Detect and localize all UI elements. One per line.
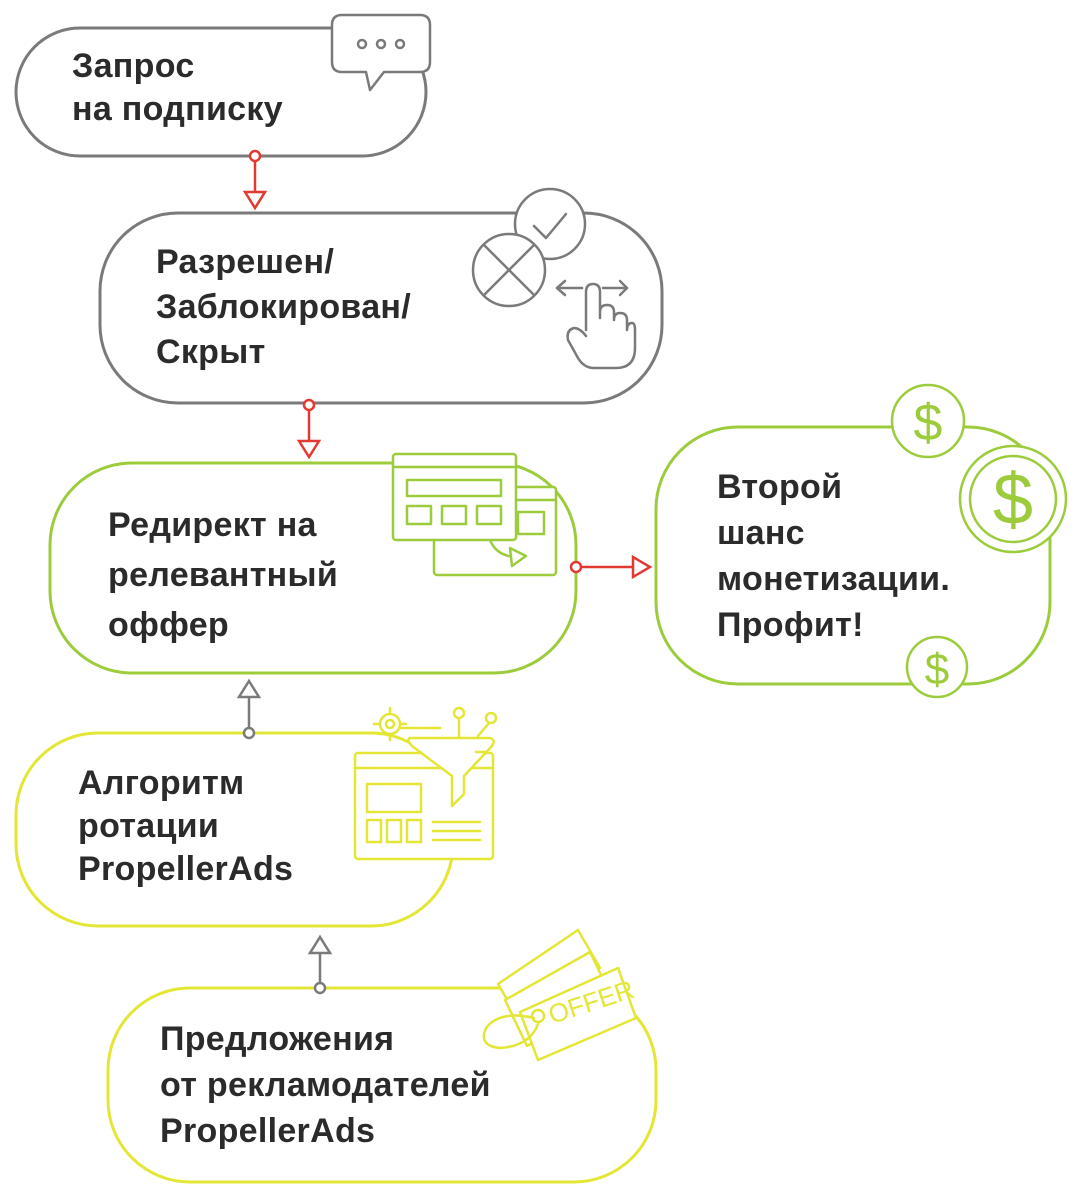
node-algorithm-line: Алгоритм bbox=[78, 764, 245, 802]
dollar-coins-icon: $ $ $ bbox=[890, 383, 1068, 699]
node-profit-line: шанс bbox=[717, 514, 805, 552]
node-redirect-line: оффер bbox=[108, 606, 229, 644]
svg-text:$: $ bbox=[914, 394, 943, 452]
connector-request-status bbox=[242, 149, 268, 211]
connector-status-redirect bbox=[296, 398, 322, 460]
browser-windows-icon bbox=[391, 452, 558, 577]
node-status-line: Разрешен/ bbox=[156, 243, 335, 281]
node-algorithm-line: PropellerAds bbox=[78, 850, 294, 888]
connector-algorithm-redirect bbox=[236, 678, 262, 740]
node-profit-line: монетизации. bbox=[717, 560, 951, 598]
node-request-line: Запрос bbox=[72, 47, 195, 85]
node-status-line: Скрыт bbox=[156, 333, 266, 371]
node-offers-line: от рекламодателей bbox=[160, 1066, 491, 1104]
node-algorithm-line: ротации bbox=[78, 807, 220, 845]
node-algorithm-label: Алгоритм ротации PropellerAds bbox=[78, 762, 293, 891]
node-status-box bbox=[98, 211, 664, 405]
svg-text:$: $ bbox=[993, 460, 1033, 540]
node-offers-box bbox=[106, 986, 658, 1184]
node-profit-box bbox=[654, 425, 1052, 686]
node-request-line: на подписку bbox=[72, 90, 283, 128]
check-cross-swipe-icon bbox=[471, 187, 637, 370]
node-status-label: Разрешен/ Заблокирован/ Скрыт bbox=[156, 240, 411, 375]
node-profit-line: Профит! bbox=[717, 606, 864, 644]
node-profit-label: Второй шанс монетизации. Профит! bbox=[717, 464, 950, 648]
connector-offers-algorithm bbox=[307, 934, 333, 995]
funnel-settings-icon bbox=[353, 706, 498, 861]
node-offers-line: Предложения bbox=[160, 1020, 395, 1058]
node-request-box bbox=[14, 26, 428, 158]
node-status-line: Заблокирован/ bbox=[156, 288, 411, 326]
node-request-label: Запрос на подписку bbox=[72, 45, 283, 131]
node-redirect-line: релевантный bbox=[108, 556, 339, 594]
node-profit-line: Второй bbox=[717, 468, 843, 506]
node-offers-label: Предложения от рекламодателей PropellerA… bbox=[160, 1016, 491, 1154]
connector-redirect-profit bbox=[569, 554, 653, 580]
offer-tags-icon: OFFER bbox=[482, 928, 638, 1062]
node-redirect-label: Редирект на релевантный оффер bbox=[108, 500, 338, 650]
chat-bubble-icon bbox=[330, 13, 432, 92]
svg-text:$: $ bbox=[925, 645, 949, 694]
node-redirect-line: Редирект на bbox=[108, 506, 317, 544]
node-offers-line: PropellerAds bbox=[160, 1112, 376, 1150]
